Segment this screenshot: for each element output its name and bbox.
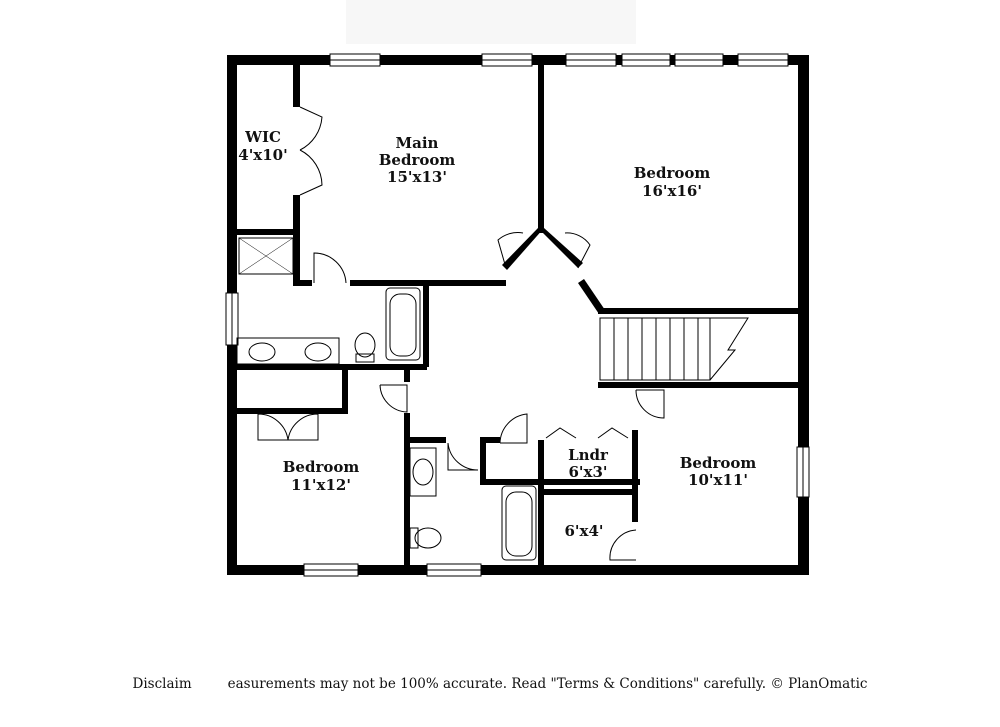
east-wall <box>798 55 809 575</box>
closet-size: 6'x4' <box>564 522 603 540</box>
hall-bath-north-b <box>480 437 500 443</box>
south-wall <box>227 565 809 575</box>
bedroom-se-size: 10'x11' <box>688 471 748 489</box>
bedroom-se-label: Bedroom <box>680 454 757 472</box>
laundry-doors <box>545 427 629 439</box>
wic-bath-wall <box>237 229 299 235</box>
closet-6x4-door <box>609 529 637 561</box>
se-bed-door <box>635 389 665 419</box>
laundry-south-wall <box>538 489 638 495</box>
wic-door-lower <box>299 149 323 196</box>
bedroom-sw-size: 11'x12' <box>291 476 351 494</box>
hall-bath-north-wall <box>404 437 446 443</box>
sw-closet-door-b <box>287 413 319 441</box>
bath-east-wall <box>423 282 429 367</box>
bedroom-sw-label: Bedroom <box>283 458 360 476</box>
stair-south-wall <box>598 382 798 388</box>
disclaimer: Disclaim easurements may not be 100% accu… <box>0 676 1000 692</box>
wic-wall-upper <box>293 65 300 107</box>
bedroom-ne-size: 16'x16' <box>642 182 702 200</box>
toilet-2 <box>414 527 442 549</box>
main-tub <box>385 287 421 361</box>
main-bedroom-label-2: Bedroom <box>379 151 456 169</box>
hall-vanity <box>409 447 437 497</box>
main-bed-door <box>497 232 524 269</box>
angled-wall-right <box>538 228 583 268</box>
wic-size: 4'x10' <box>238 146 287 164</box>
stair-north-wall <box>598 308 798 314</box>
wic-wall-lower <box>293 195 300 285</box>
sw-bed-door <box>379 384 408 413</box>
top-blank-area <box>346 0 636 44</box>
redacted-area <box>191 677 228 692</box>
main-ne-wall <box>538 65 544 233</box>
bath-door <box>313 252 347 284</box>
main-bed-wall-a <box>293 280 312 286</box>
ne-bed-door <box>564 232 591 269</box>
sw-bed-closet-bottom <box>237 408 347 414</box>
sink-1 <box>248 342 276 362</box>
vanity <box>236 337 340 365</box>
small-closet-door <box>499 413 528 444</box>
bedroom-ne-label: Bedroom <box>634 164 711 182</box>
hall-tub <box>501 485 537 561</box>
staircase <box>599 317 749 381</box>
laundry-west-wall <box>538 440 544 575</box>
sw-bed-east-wall <box>404 413 410 575</box>
main-bedroom-label-1: Main <box>396 134 439 152</box>
shower <box>238 237 294 275</box>
angled-wall-stair <box>578 279 605 314</box>
disclaimer-right: easurements may not be 100% accurate. Re… <box>227 676 868 692</box>
toilet-1 <box>354 332 376 358</box>
disclaimer-left: Disclaim <box>132 676 192 692</box>
laundry-east-wall <box>632 430 638 522</box>
sink-2 <box>304 342 332 362</box>
closet-small-south <box>480 479 640 485</box>
sw-bed-closet-wall <box>342 367 348 414</box>
sw-closet-door-a <box>257 413 289 441</box>
laundry-size: 6'x3' <box>568 463 607 481</box>
hall-stub <box>404 370 410 382</box>
bath-south-wall <box>237 364 427 370</box>
closet-small-west <box>480 437 486 485</box>
laundry-label: Lndr <box>568 446 609 464</box>
main-bedroom-size: 15'x13' <box>387 168 447 186</box>
wic-label: WIC <box>244 128 281 146</box>
wic-door-upper <box>299 106 323 151</box>
hall-bath-door <box>447 442 479 471</box>
angled-wall-left <box>502 228 544 270</box>
